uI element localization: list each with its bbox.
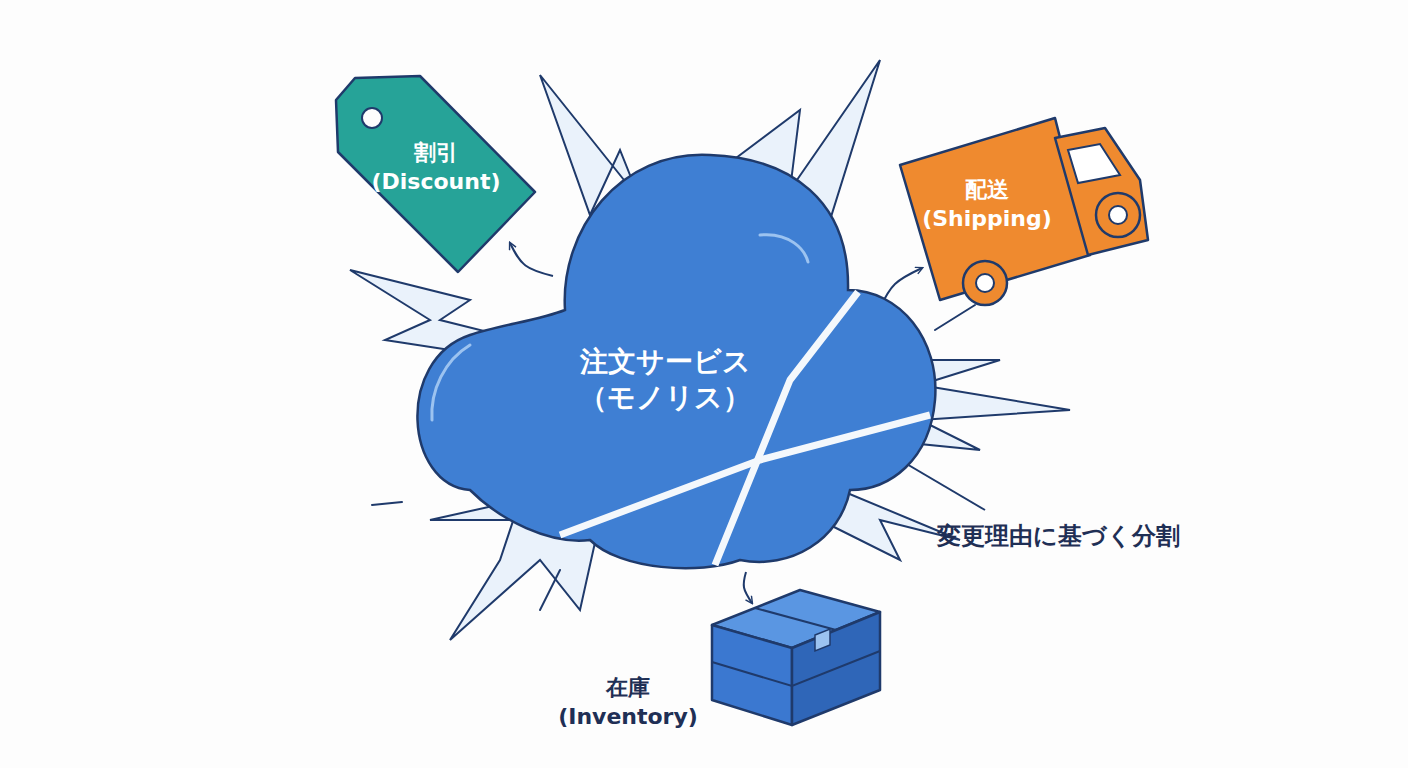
node-label: 注文サービス （モノリス） bbox=[560, 344, 770, 417]
motion-line bbox=[935, 305, 975, 330]
motion-line bbox=[540, 570, 560, 610]
connector-arrow bbox=[510, 243, 553, 276]
annotation-label: 変更理由に基づく分割 bbox=[937, 520, 1180, 552]
node-label: 割引 (Discount) bbox=[366, 139, 506, 196]
motion-line bbox=[372, 502, 402, 505]
node-label: 配送 (Shipping) bbox=[917, 176, 1057, 233]
discount-tag: 割引 (Discount) bbox=[325, 65, 545, 285]
connector-arrow bbox=[744, 572, 752, 603]
node-label: 在庫 (Inventory) bbox=[558, 674, 698, 731]
shipping-truck: 配送 (Shipping) bbox=[895, 110, 1155, 315]
inventory-box: 在庫 (Inventory) bbox=[555, 580, 890, 740]
